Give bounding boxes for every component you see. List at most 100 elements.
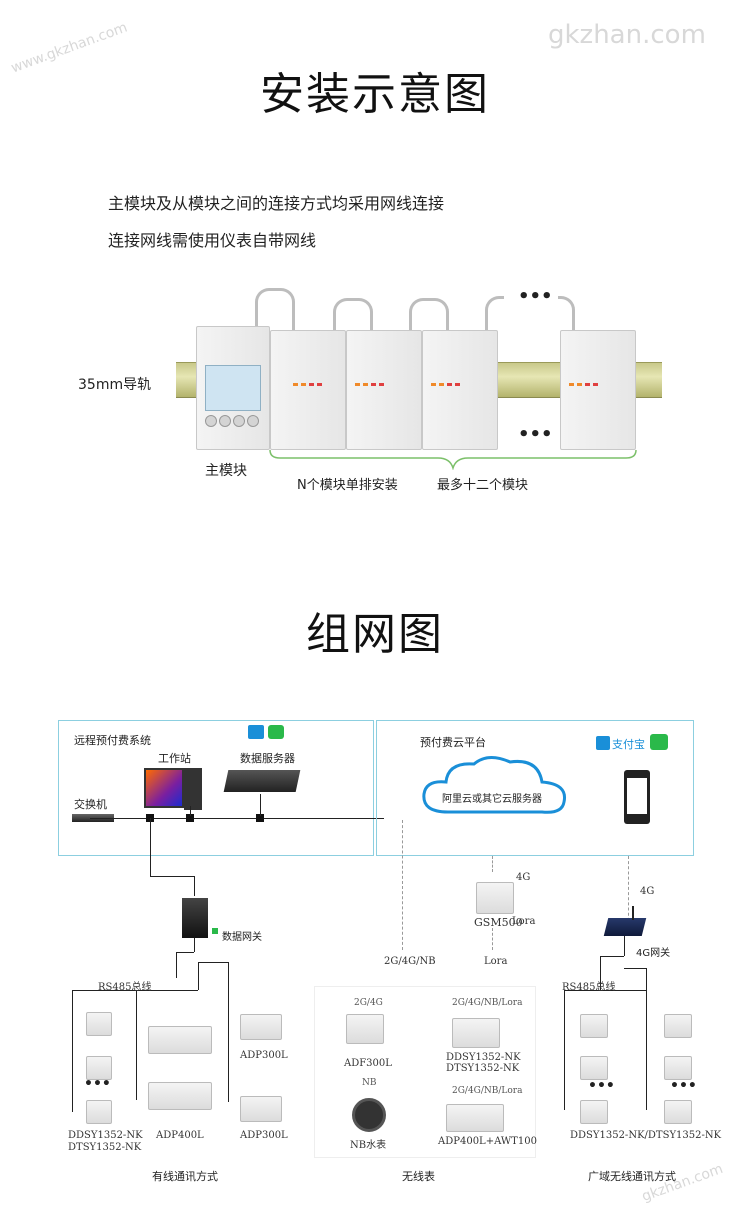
water-meter-icon [352, 1098, 386, 1132]
gsm-4g-label: 4G [516, 872, 531, 883]
wireless-meters-box [314, 986, 536, 1158]
link-line [150, 818, 151, 876]
slave-module [346, 330, 422, 450]
main-module-label: 主模块 [205, 463, 247, 479]
adp300l-device [240, 1014, 282, 1040]
link-line [190, 806, 191, 816]
workstation-label: 工作站 [158, 752, 191, 765]
data-server-label: 数据服务器 [240, 752, 295, 765]
led-indicator [293, 383, 298, 386]
link-line [150, 876, 194, 877]
antenna-icon [632, 906, 634, 920]
ellipsis-top: ••• [518, 286, 553, 307]
max-modules-label: 最多十二个模块 [437, 478, 529, 493]
connector-node [256, 814, 264, 822]
led-indicator [363, 383, 368, 386]
meter-device [86, 1012, 112, 1036]
bus-line [228, 962, 229, 1102]
link-line [260, 794, 261, 816]
adp400l-device [148, 1026, 212, 1054]
meter-label: DDSY1352-NK [68, 1130, 143, 1141]
meter-device [580, 1056, 608, 1080]
key-button [247, 415, 259, 427]
slave-module [560, 330, 636, 450]
adp300l-device [240, 1096, 282, 1122]
gsm500-device [476, 882, 514, 914]
adf300l-label: ADF300L [344, 1058, 392, 1069]
slave-module [270, 330, 346, 450]
link-protocol-label: 2G/4G/NB [384, 956, 436, 967]
ellipsis: ••• [588, 1078, 615, 1094]
4g-label: 4G [640, 886, 655, 897]
wireless-link [628, 856, 629, 926]
connector-node [186, 814, 194, 822]
led-indicator [439, 383, 444, 386]
led-indicator [593, 383, 598, 386]
ellipsis-bottom: ••• [518, 424, 553, 445]
meter-device [86, 1056, 112, 1080]
gateway-led [212, 928, 218, 934]
wired-caption: 有线通讯方式 [152, 1170, 218, 1183]
led-indicator [447, 383, 452, 386]
rs485-label: RS485总线 [98, 982, 152, 993]
remote-system-panel [58, 720, 374, 856]
bus-line [198, 962, 228, 963]
meter-label: DTSY1352-NK [68, 1142, 142, 1153]
led-indicator [577, 383, 582, 386]
network-cable [409, 298, 449, 337]
wan-meters-label: DDSY1352-NK/DTSY1352-NK [570, 1130, 722, 1141]
network-cable [558, 296, 575, 337]
server-icon [223, 770, 301, 792]
wireless-link [492, 928, 493, 950]
led-indicator [355, 383, 360, 386]
meter-device [452, 1018, 500, 1048]
ellipsis: ••• [84, 1076, 111, 1092]
led-indicator [379, 383, 384, 386]
key-button [233, 415, 245, 427]
protocol-tag: NB [362, 1078, 377, 1088]
wechat-icon [650, 734, 668, 750]
adf300l-device [346, 1014, 384, 1044]
led-indicator [371, 383, 376, 386]
cloud-platform-panel [376, 720, 694, 856]
install-note: 连接网线需使用仪表自带网线 [108, 231, 317, 250]
ethernet-bus [90, 818, 384, 819]
led-indicator [431, 383, 436, 386]
led-indicator [309, 383, 314, 386]
key-button [219, 415, 231, 427]
key-button [205, 415, 217, 427]
lora-label: Lora [484, 956, 508, 967]
install-note: 主模块及从模块之间的连接方式均采用网线连接 [108, 194, 445, 213]
bus-line [564, 990, 646, 991]
meter-device [580, 1100, 608, 1124]
monitor-icon [144, 768, 184, 808]
slave-module [422, 330, 498, 450]
lcd-screen [205, 365, 261, 411]
adp400l-device [446, 1104, 504, 1132]
adp400l-label: ADP400L [156, 1130, 204, 1141]
bus-line [624, 968, 646, 969]
nb-meter-label: NB水表 [350, 1140, 387, 1151]
gateway-icon [182, 898, 208, 938]
ddsy-label: DDSY1352-NK [446, 1052, 521, 1063]
meter-device [664, 1100, 692, 1124]
bus-line [564, 990, 565, 1110]
wireless-link [402, 820, 403, 950]
meter-device [664, 1056, 692, 1080]
phone-screen [627, 778, 647, 814]
meter-device [664, 1014, 692, 1038]
bus-line [194, 938, 195, 952]
4g-gateway-icon [603, 918, 647, 936]
cloud-icon [422, 756, 567, 814]
bus-line [136, 990, 137, 1100]
switch-label: 交换机 [74, 798, 107, 811]
network-title: 组网图 [306, 609, 444, 660]
wireless-caption: 无线表 [402, 1170, 435, 1183]
adp300l-label: ADP300L [240, 1050, 288, 1061]
install-title: 安装示意图 [260, 69, 490, 120]
led-indicator [585, 383, 590, 386]
meter-device [580, 1014, 608, 1038]
gsm500-label: GSM500 [474, 916, 523, 929]
bus-line [600, 956, 624, 957]
cloud-server-label: 阿里云或其它云服务器 [442, 794, 542, 805]
